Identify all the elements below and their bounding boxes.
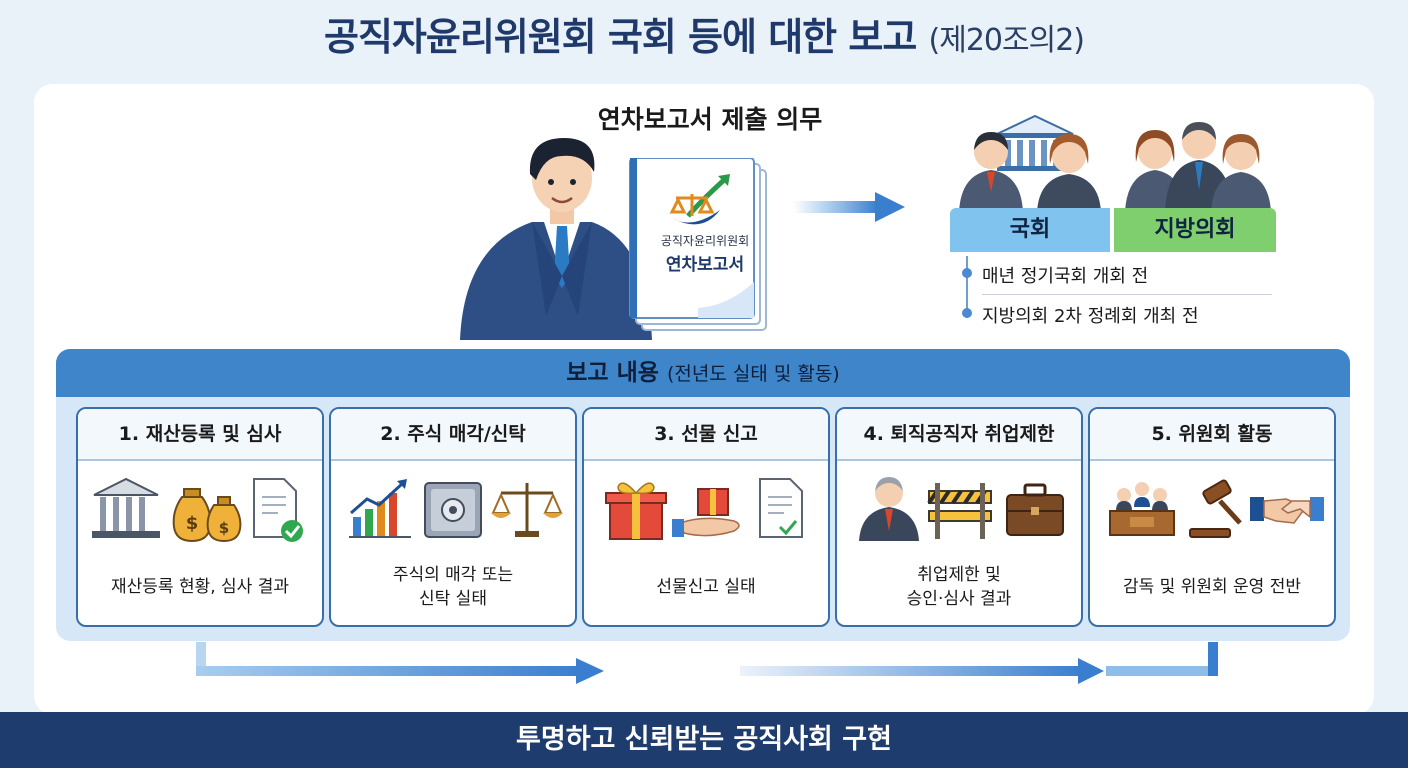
report-item-description: 취업제한 및 승인·심사 결과 xyxy=(906,565,1012,609)
money-bags-icon: $ $ xyxy=(172,488,242,543)
page-title-main: 공직자윤리위원회 국회 등에 대한 보고 xyxy=(324,15,917,59)
report-item-card-committee: 5. 위원회 활동 감독 및 위원회 운영 전반 xyxy=(1088,407,1336,627)
report-item-card-stocks: 2. 주식 매각/신탁 주식의 매각 또는 신탁 실태 xyxy=(329,407,577,627)
gift-hand-icon xyxy=(672,488,740,537)
report-item-description: 재산등록 현황, 심사 결과 xyxy=(110,577,289,597)
recipient-national-assembly: 국회 xyxy=(950,208,1110,252)
page-title-article: (제20조의2) xyxy=(928,23,1085,58)
report-item-icons xyxy=(349,479,563,538)
footer-slogan-bar: 투명하고 신뢰받는 공직사회 구현 xyxy=(0,712,1408,768)
report-item-icons: $ $ xyxy=(92,477,303,543)
report-item-icons xyxy=(859,477,1064,541)
report-item-title: 1. 재산등록 및 심사 xyxy=(78,409,322,461)
checked-document-icon xyxy=(253,478,303,542)
submit-arrow-icon xyxy=(793,192,905,222)
timeline-item-local: 지방의회 2차 정례회 개최 전 xyxy=(982,306,1199,327)
annual-report-document-icon xyxy=(629,158,767,331)
report-item-title: 2. 주식 매각/신탁 xyxy=(331,409,575,461)
timeline-divider xyxy=(982,294,1272,295)
report-item-title: 4. 퇴직공직자 취업제한 xyxy=(837,409,1081,461)
gavel-icon xyxy=(1189,479,1242,538)
page-title: 공직자윤리위원회 국회 등에 대한 보고 (제20조의2) xyxy=(0,6,1408,61)
briefcase-icon xyxy=(1006,483,1064,536)
report-item-icons xyxy=(605,478,803,540)
document-name-label: 연차보고서 xyxy=(665,255,745,275)
report-contents-title: 보고 내용 xyxy=(566,360,659,386)
svg-text:$: $ xyxy=(219,519,229,537)
official-person-icon xyxy=(859,477,919,541)
svg-text:$: $ xyxy=(186,513,199,534)
gift-box-icon xyxy=(605,482,667,540)
report-item-description: 주식의 매각 또는 신탁 실태 xyxy=(392,565,514,609)
bank-icon xyxy=(92,477,160,538)
checked-document-icon xyxy=(759,478,803,538)
report-item-description: 선물신고 실태 xyxy=(656,577,756,597)
process-flow-arrows xyxy=(196,642,1218,684)
barrier-icon xyxy=(927,483,992,539)
report-item-description: 감독 및 위원회 운영 전반 xyxy=(1122,577,1301,597)
report-item-title: 3. 선물 신고 xyxy=(584,409,828,461)
safe-icon xyxy=(424,482,482,538)
report-item-icons xyxy=(1109,479,1324,538)
document-org-label: 공직자윤리위원회 xyxy=(660,234,750,248)
timeline-line-icon xyxy=(962,256,972,318)
handshake-icon xyxy=(1250,497,1324,524)
report-item-title: 5. 위원회 활동 xyxy=(1090,409,1334,461)
report-item-card-gifts: 3. 선물 신고 선물신고 실태 xyxy=(582,407,830,627)
recipient-local-council: 지방의회 xyxy=(1114,208,1276,252)
duty-title: 연차보고서 제출 의무 xyxy=(597,105,823,134)
report-contents-header: 보고 내용 (전년도 실태 및 활동) xyxy=(56,349,1350,397)
timeline-item-national: 매년 정기국회 개회 전 xyxy=(982,266,1149,287)
committee-meeting-icon xyxy=(1109,482,1175,536)
scales-icon xyxy=(491,483,563,537)
assembly-members-icon xyxy=(959,114,1271,212)
report-item-card-assets: 1. 재산등록 및 심사 $ $ 재산등록 현황, 심사 결과 xyxy=(76,407,324,627)
footer-slogan: 투명하고 신뢰받는 공직사회 구현 xyxy=(516,724,892,755)
report-item-card-employment: 4. 퇴직공직자 취업제한 취업제한 및 승인·심사 결과 xyxy=(835,407,1083,627)
growth-chart-icon xyxy=(349,479,411,538)
report-contents-subtitle: (전년도 실태 및 활동) xyxy=(666,363,840,385)
